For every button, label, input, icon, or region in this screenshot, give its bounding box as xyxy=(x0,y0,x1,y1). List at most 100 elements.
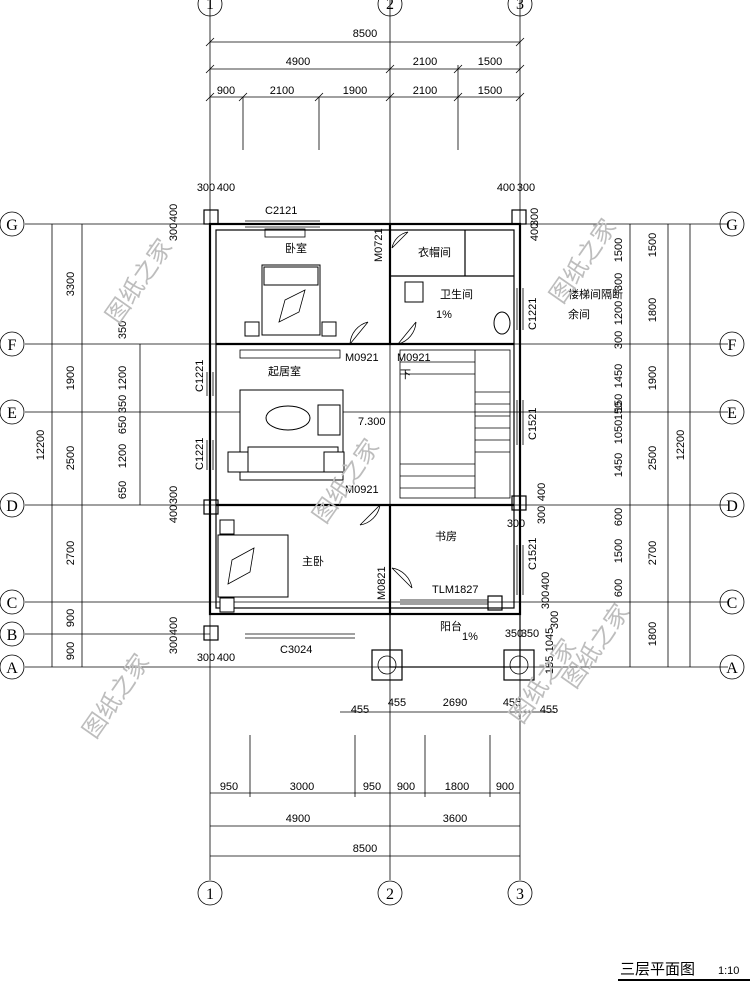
axis-b-left: B xyxy=(7,627,18,644)
dim-tl-b: 400 xyxy=(217,182,235,194)
corner-dimensions: 300 400 400 300 300 400 400 300 300 400 … xyxy=(168,182,561,664)
label-c1521-a: C1521 xyxy=(527,408,539,440)
watermark-1: 图纸之家 xyxy=(100,234,178,329)
dim-bal-a: 455 xyxy=(351,704,369,716)
dim-right-j: 300 xyxy=(613,331,625,349)
label-m0921-a: M0921 xyxy=(345,352,379,364)
room-living: 起居室 xyxy=(268,364,301,378)
dim-bl-a: 300 xyxy=(197,652,215,664)
dim-right-b: 1800 xyxy=(647,298,659,322)
dim-right-d: 2500 xyxy=(647,446,659,470)
dim-bot-total: 8500 xyxy=(353,843,377,855)
dim-left-b: 1900 xyxy=(65,366,77,390)
dim-right-h: 300 xyxy=(613,273,625,291)
dim-bal-b: 455 xyxy=(388,697,406,709)
dim-r-s: 400 xyxy=(536,483,548,501)
dim-s-g: 300 xyxy=(507,518,525,530)
dim-right-p: 600 xyxy=(613,508,625,526)
dim-left-j: 1200 xyxy=(117,444,129,468)
dim-s-c: 300 xyxy=(529,208,541,226)
room-bath: 卫生间 xyxy=(440,287,473,301)
axis-c-right: C xyxy=(727,595,738,612)
dim-b-b: 350 xyxy=(521,628,539,640)
room-names: 卧室 衣帽间 卫生间 起居室 主卧 书房 阳台 楼梯间隔断 余间 xyxy=(268,241,623,633)
axis-bubbles: 1 2 3 1 2 3 G F E D C B A G F E D C A xyxy=(0,0,745,906)
axis-g-right: G xyxy=(726,217,738,234)
room-balcony: 阳台 xyxy=(440,619,462,633)
label-slope-balcony: 1% xyxy=(462,631,478,643)
dim-top-f: 1900 xyxy=(343,85,367,97)
watermark-4: 图纸之家 xyxy=(77,649,155,744)
axis-a-left: A xyxy=(6,660,18,677)
dim-right-n: 150 xyxy=(613,402,625,420)
dim-s-d: 400 xyxy=(529,223,541,241)
axis-c-left: C xyxy=(7,595,18,612)
walls xyxy=(203,209,535,681)
labels: C2121 M0721 M0921 M0921 M0921 C1221 C122… xyxy=(194,205,539,656)
dim-left-i: 650 xyxy=(117,416,129,434)
axis-g-left: G xyxy=(6,217,18,234)
room-closet: 衣帽间 xyxy=(418,245,451,259)
dim-bot-g: 4900 xyxy=(286,813,310,825)
bottom-dimensions: 950 3000 950 900 1800 900 4900 3600 8500… xyxy=(210,697,558,857)
dim-left-total: 12200 xyxy=(35,430,47,461)
dim-bal-d: 455 xyxy=(503,697,521,709)
label-c1521-b: C1521 xyxy=(527,538,539,570)
dim-b-e: 400 xyxy=(540,572,552,590)
stair xyxy=(399,349,511,499)
label-c1221-a: C1221 xyxy=(194,360,206,392)
dim-bal-c: 2690 xyxy=(443,697,467,709)
label-m0721: M0721 xyxy=(373,228,385,262)
dim-right-a: 1500 xyxy=(647,233,659,257)
dim-right-c: 1900 xyxy=(647,366,659,390)
dim-bl-b: 400 xyxy=(217,652,235,664)
dim-left-c: 2500 xyxy=(65,446,77,470)
dim-right-q: 1500 xyxy=(613,539,625,563)
dim-left-l: 350 xyxy=(117,395,129,413)
axis-2-top: 2 xyxy=(386,0,394,13)
axis-d-left: D xyxy=(6,498,18,515)
dim-right-total: 12200 xyxy=(675,430,687,461)
dim-tl-a: 300 xyxy=(197,182,215,194)
dim-b-c: 400 xyxy=(168,617,180,635)
dim-right-g: 1500 xyxy=(613,238,625,262)
dim-s-b: 300 xyxy=(168,223,180,241)
drawing-title: 三层平面图 xyxy=(620,960,695,978)
dim-top-d: 900 xyxy=(217,85,235,97)
furniture xyxy=(217,228,511,613)
dim-r-v: 155 xyxy=(544,656,556,674)
label-m0921-b: M0921 xyxy=(397,352,431,364)
room-study: 书房 xyxy=(435,530,457,543)
dim-b-d: 300 xyxy=(168,636,180,654)
axis-d-right: D xyxy=(726,498,738,515)
top-dimensions: 8500 4900 2100 1500 900 2100 1900 2100 1… xyxy=(205,28,525,150)
dim-top-c: 1500 xyxy=(478,56,502,68)
dim-b-a: 350 xyxy=(505,628,523,640)
dim-r-t: 300 xyxy=(536,506,548,524)
windows xyxy=(206,220,524,639)
dim-top-g: 2100 xyxy=(413,85,437,97)
label-c1221-c: C1221 xyxy=(527,298,539,330)
dim-top-b: 2100 xyxy=(413,56,437,68)
label-c1221-b: C1221 xyxy=(194,438,206,470)
dim-bot-e: 1800 xyxy=(445,781,469,793)
dim-right-r: 600 xyxy=(613,579,625,597)
dim-bot-a: 950 xyxy=(220,781,238,793)
left-dimensions: 12200 3300 1900 2500 2700 900 900 1200 3… xyxy=(35,224,141,667)
dim-left-g: 1200 xyxy=(117,366,129,390)
dim-bot-b: 3000 xyxy=(290,781,314,793)
dim-b-g: 300 xyxy=(549,611,561,629)
dim-right-f: 1800 xyxy=(647,622,659,646)
dim-top-total: 8500 xyxy=(353,28,377,40)
dim-b-f: 300 xyxy=(540,591,552,609)
dim-bot-c: 950 xyxy=(363,781,381,793)
label-stair-down: 下 xyxy=(400,369,411,381)
dim-left-d: 2700 xyxy=(65,541,77,565)
room-master: 主卧 xyxy=(302,555,324,568)
label-slope-bath: 1% xyxy=(436,309,452,321)
dim-bot-d: 900 xyxy=(397,781,415,793)
dim-s-a: 400 xyxy=(168,204,180,222)
room-spare: 余间 xyxy=(568,307,590,321)
dim-left-h: 350 xyxy=(117,321,129,339)
